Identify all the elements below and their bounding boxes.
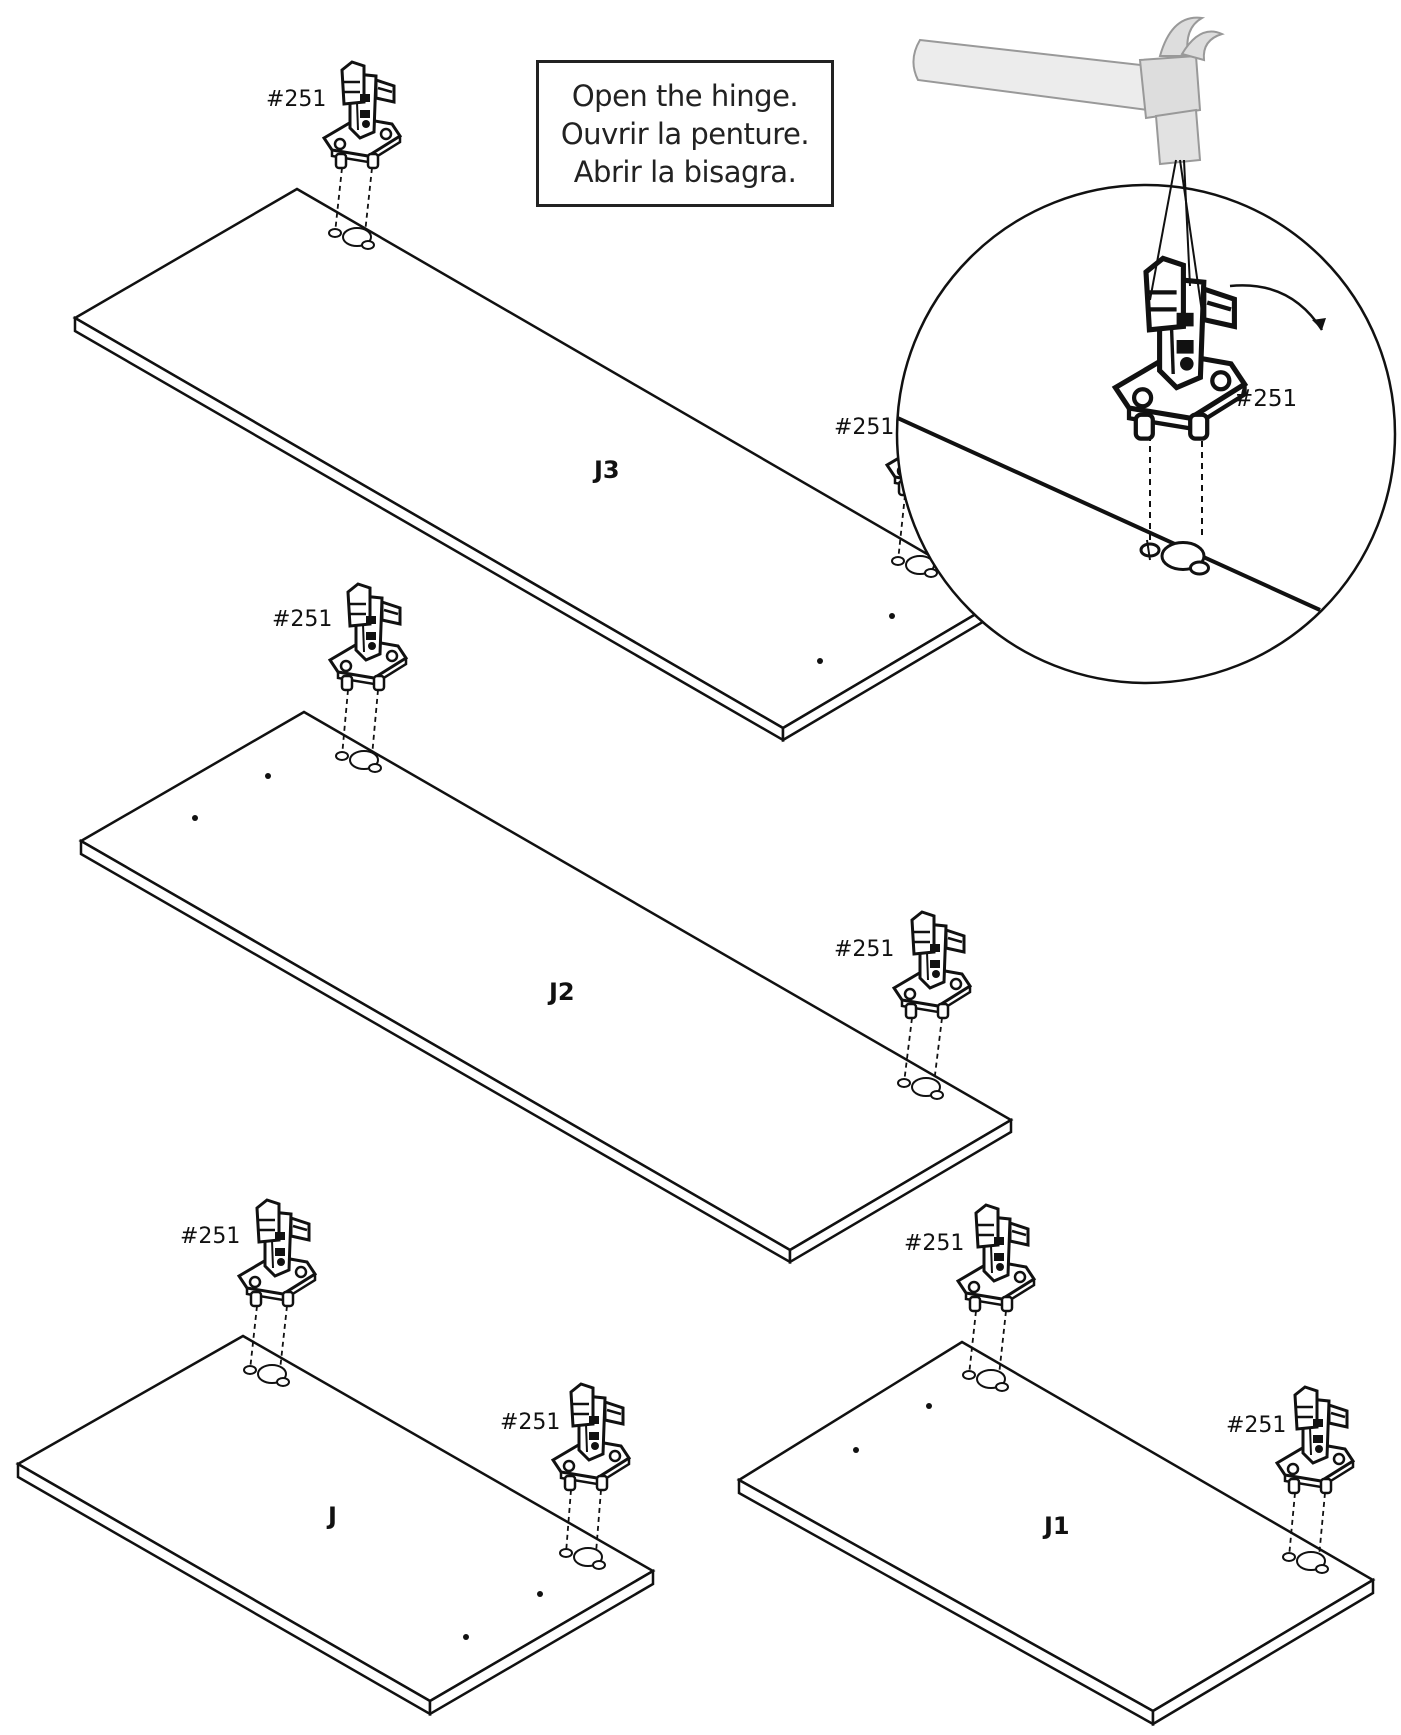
panel-j2-side-edge — [788, 1117, 1013, 1265]
cam-hole — [853, 1447, 859, 1453]
guide-line — [933, 1017, 943, 1084]
guide-line — [334, 167, 343, 234]
panel-j — [15, 1334, 656, 1717]
impact-line — [1183, 159, 1191, 287]
hammer-head — [1154, 108, 1202, 166]
panel-j2-top — [78, 710, 1014, 1252]
hinge-251: #251 — [500, 1382, 631, 1570]
cam-hole — [817, 658, 823, 664]
hinge-part-label: #251 — [180, 1224, 240, 1249]
cam-hole — [463, 1634, 469, 1640]
impact-line — [1179, 159, 1203, 313]
guide-line — [968, 1310, 977, 1376]
hinge-part-label: #251 — [1226, 1413, 1286, 1438]
hinge-icon — [322, 60, 402, 170]
guide-line — [1288, 1492, 1296, 1558]
panel-j1 — [736, 1340, 1376, 1727]
hinge-251: #251 — [180, 1198, 317, 1387]
instruction-box: Open the hinge. Ouvrir la penture. Abrir… — [536, 60, 834, 207]
panel-label-j2: J2 — [547, 978, 575, 1006]
instruction-english: Open the hinge. — [571, 78, 799, 113]
hinge-part-label: #251 — [272, 607, 332, 632]
guide-line — [364, 167, 373, 234]
panel-j-side-edge — [428, 1568, 655, 1717]
guide-line — [998, 1310, 1007, 1376]
hinge-icon — [892, 910, 972, 1020]
cam-hole — [192, 815, 198, 821]
cam-hole — [889, 613, 895, 619]
hinge-part-label: #251 — [834, 415, 894, 440]
guide-line — [903, 1017, 913, 1084]
guide-line — [897, 494, 906, 562]
hinge-part-label: #251 — [834, 937, 894, 962]
cam-hole — [926, 1403, 932, 1409]
guide-line — [565, 1489, 572, 1554]
hinge-icon — [551, 1382, 631, 1492]
hinge-part-label: #251 — [500, 1410, 560, 1435]
hinge-251: #251 — [272, 582, 408, 773]
guide-line — [249, 1305, 258, 1371]
guide-line — [595, 1489, 602, 1554]
hinge-icon — [328, 582, 408, 692]
detail-panel-edge — [898, 408, 1321, 612]
panel-j3 — [72, 187, 1006, 743]
hinge-part-label: #251 — [904, 1231, 964, 1256]
hinge-icon — [1275, 1385, 1355, 1495]
hinge-251: #251 — [266, 60, 402, 250]
instruction-french: Ouvrir la penture. — [560, 116, 810, 151]
hinge-icon — [237, 1198, 317, 1308]
hinge-251: #251 — [904, 1203, 1036, 1392]
hammer-handle — [912, 38, 1152, 112]
panel-j1-side-edge — [1151, 1577, 1375, 1727]
cam-hole — [265, 773, 271, 779]
hinge-set: #251 #251 #251 #251 #251 #251 #251 #251 — [180, 60, 1355, 1574]
hinge-251: #251 — [1226, 1385, 1355, 1574]
hinge-icon — [956, 1203, 1036, 1313]
guide-line — [1318, 1492, 1326, 1558]
hinge-part-label: #251 — [1234, 386, 1297, 412]
cam-hole — [537, 1591, 543, 1597]
hinge-251: #251 — [834, 910, 972, 1100]
panel-j2 — [78, 710, 1014, 1265]
guide-line — [371, 689, 379, 757]
impact-line — [1149, 159, 1177, 301]
hammer-illustration — [912, 16, 1225, 313]
guide-line — [341, 689, 349, 757]
panel-label-j3: J3 — [592, 456, 620, 484]
panel-label-j: J — [326, 1502, 337, 1530]
hinge-part-label: #251 — [266, 87, 326, 112]
detail-inset: #251 — [895, 183, 1397, 685]
instruction-spanish: Abrir la bisagra. — [573, 154, 797, 189]
panel-label-j1: J1 — [1042, 1512, 1070, 1540]
panel-j3-top — [72, 187, 1006, 730]
guide-line — [279, 1305, 288, 1371]
